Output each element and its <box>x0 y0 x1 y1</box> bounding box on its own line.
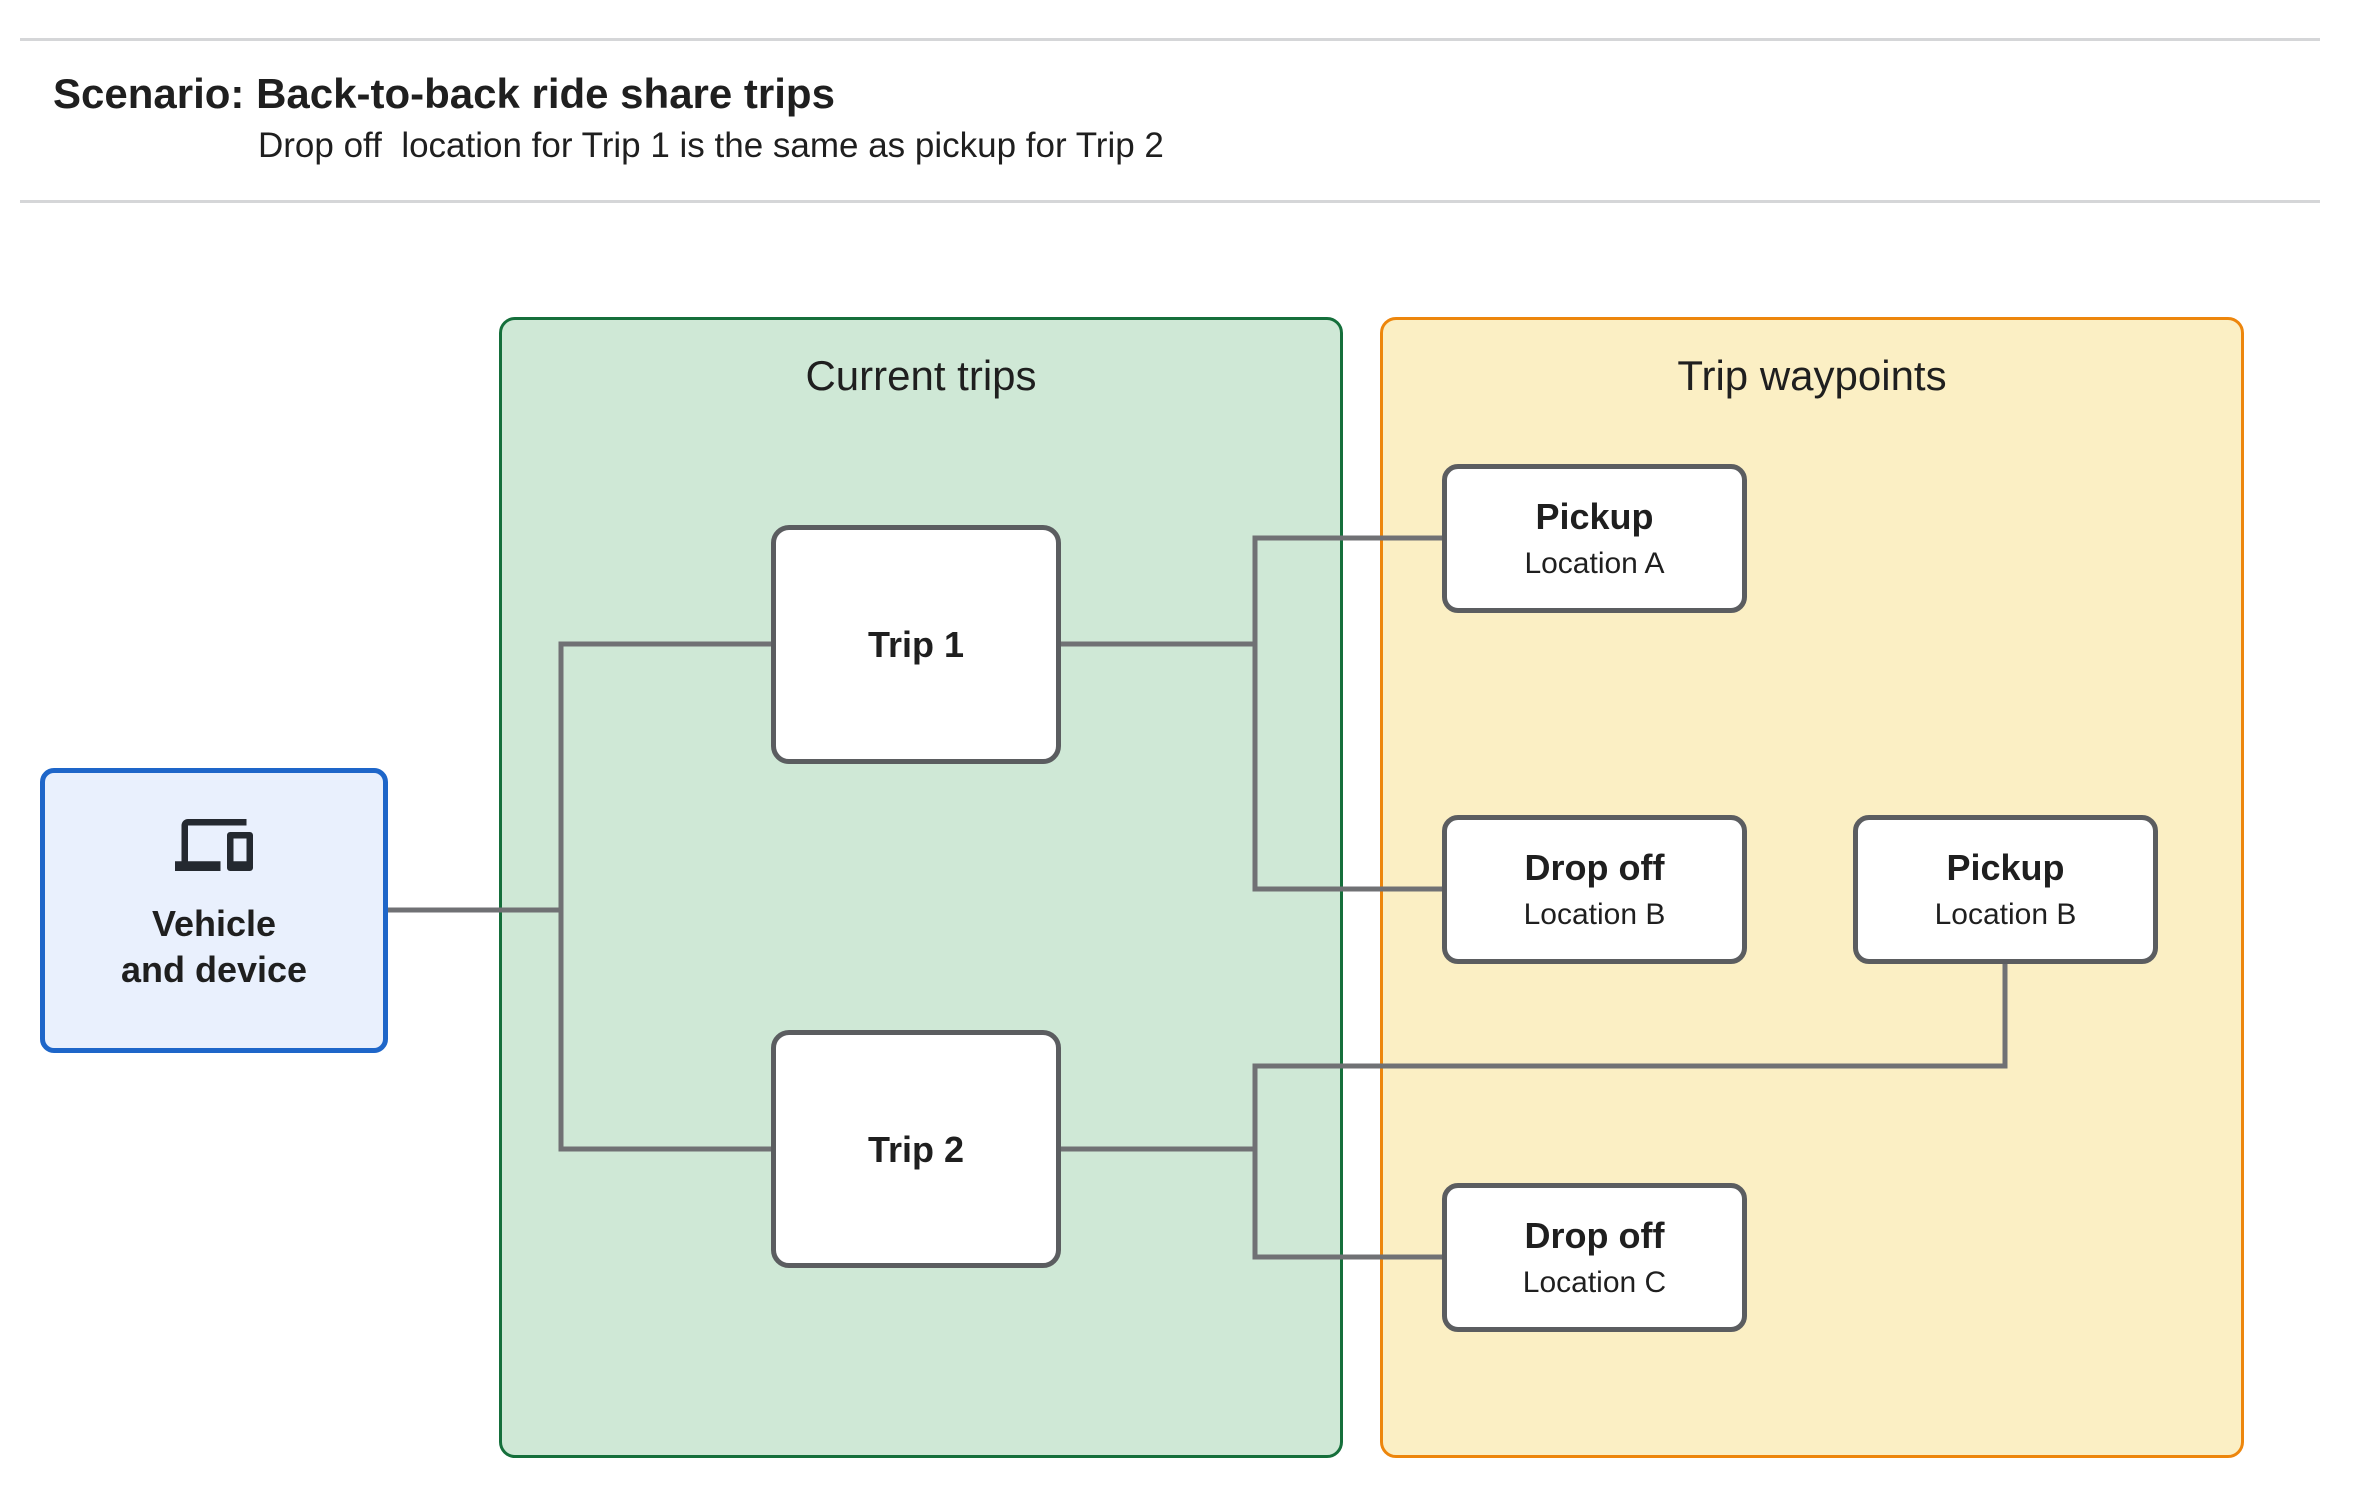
pickup-location-a-node: Pickup Location A <box>1442 464 1747 613</box>
header-bottom-divider <box>20 200 2320 203</box>
dropoff-location-c-title: Drop off <box>1524 1215 1665 1256</box>
vehicle-node-label: Vehicle and device <box>121 901 307 993</box>
trip-1-node: Trip 1 <box>771 525 1061 764</box>
dropoff-location-c-subtitle: Location C <box>1522 1266 1667 1299</box>
header-top-divider <box>20 38 2320 41</box>
page-subtitle: Drop off location for Trip 1 is the same… <box>258 126 1164 165</box>
connector-trip1-to-waypoints <box>1252 535 1442 892</box>
dropoff-location-b-node: Drop off Location B <box>1442 815 1747 964</box>
dropoff-location-b-title: Drop off <box>1524 847 1665 888</box>
pickup-location-b-title: Pickup <box>1946 847 2065 888</box>
pickup-location-a-subtitle: Location A <box>1524 547 1665 580</box>
vehicle-node-label-line2: and device <box>120 949 308 991</box>
trip-2-node: Trip 2 <box>771 1030 1061 1268</box>
connector-pickupb-trip2-to-dropoffc <box>1252 964 2008 1260</box>
pickup-location-b-node: Pickup Location B <box>1853 815 2158 964</box>
trip-waypoints-panel-title: Trip waypoints <box>1677 352 1947 399</box>
pickup-location-a-title: Pickup <box>1535 496 1654 537</box>
devices-icon <box>175 819 253 871</box>
dropoff-location-c-node: Drop off Location C <box>1442 1183 1747 1332</box>
vehicle-node: Vehicle and device <box>40 768 388 1053</box>
pickup-location-b-subtitle: Location B <box>1934 898 2077 931</box>
connector-vehicle-to-trips <box>558 641 771 1152</box>
dropoff-location-b-subtitle: Location B <box>1523 898 1666 931</box>
trip-1-label: Trip 1 <box>867 624 965 665</box>
current-trips-panel-title: Current trips <box>805 352 1037 399</box>
vehicle-node-label-line1: Vehicle <box>151 903 277 944</box>
page-title: Scenario: Back-to-back ride share trips <box>53 70 835 117</box>
trip-2-label: Trip 2 <box>867 1128 965 1170</box>
